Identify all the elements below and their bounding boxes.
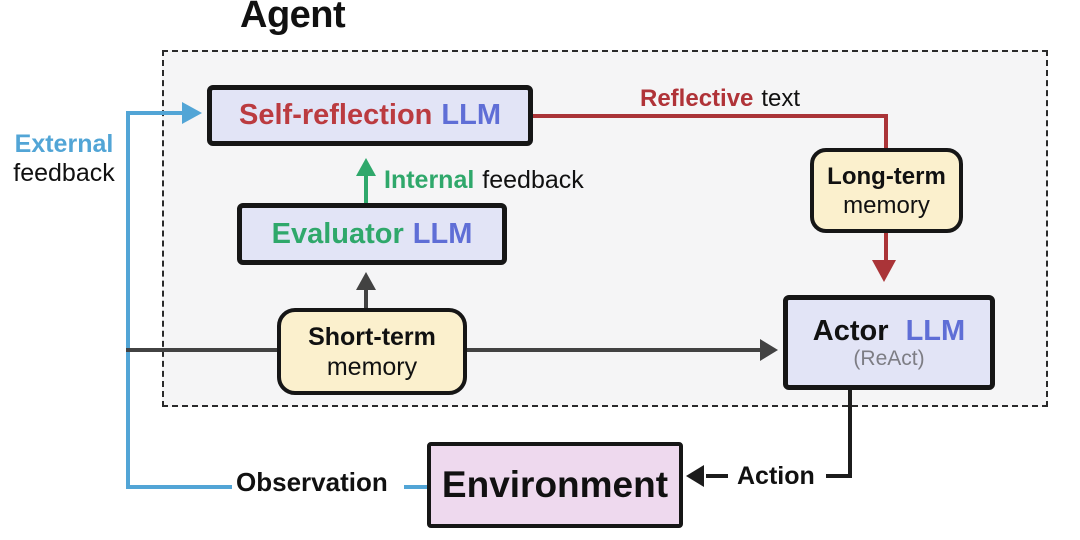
reflective-text-label-emphasis: Reflective: [640, 85, 754, 112]
self-reflection-llm-node: Self-reflection LLM: [207, 85, 533, 146]
short-term-memory-node: Short-term memory: [277, 308, 467, 395]
reflective-text-line-horizontal: [533, 114, 888, 118]
action-line-stem: [706, 474, 728, 478]
environment-node: Environment: [427, 442, 683, 528]
internal-feedback-label-emphasis: Internal: [384, 166, 475, 194]
external-feedback-line-vertical: [126, 111, 130, 489]
environment-label: Environment: [441, 464, 669, 505]
long-term-to-actor-line: [884, 233, 888, 262]
short-term-memory-label: Short-term: [308, 322, 436, 351]
internal-feedback-label-rest: feedback: [482, 166, 584, 194]
observation-line-left: [126, 485, 232, 489]
short-term-memory-sublabel: memory: [326, 352, 418, 381]
actor-label-row: Actor LLM: [813, 315, 965, 347]
reflective-text-label: Reflective text: [640, 85, 800, 113]
self-reflection-llm-label: LLM: [441, 99, 501, 131]
action-label: Action: [737, 462, 815, 490]
reflective-text-line-vertical: [884, 114, 888, 149]
short-term-to-evaluator-line: [364, 290, 368, 309]
external-feedback-label: External feedback: [8, 130, 120, 188]
actor-react-label: (ReAct): [853, 346, 925, 370]
action-line-vertical: [848, 390, 852, 478]
action-arrowhead-icon: [686, 465, 704, 487]
actor-label: Actor: [812, 314, 889, 347]
self-reflection-label: Self-reflection: [239, 99, 433, 131]
observation-label: Observation: [236, 467, 388, 497]
long-term-memory-label: Long-term: [827, 162, 946, 190]
evaluator-llm-node: Evaluator LLM: [237, 203, 507, 265]
action-line-elbow: [826, 474, 852, 478]
short-term-to-evaluator-arrowhead-icon: [356, 272, 376, 290]
observation-line-right: [404, 485, 428, 489]
internal-feedback-arrowhead-icon: [356, 158, 376, 176]
actor-llm-node: Actor LLM (ReAct): [783, 295, 995, 390]
long-term-memory-node: Long-term memory: [810, 148, 963, 233]
trajectory-arrowhead-icon: [760, 339, 778, 361]
external-feedback-arrowhead-icon: [182, 102, 202, 124]
external-feedback-label-emphasis: External: [14, 130, 114, 158]
agent-title: Agent: [240, 0, 346, 36]
external-feedback-line-top: [126, 111, 184, 115]
long-term-to-actor-arrowhead-icon: [872, 260, 896, 282]
evaluator-label: Evaluator: [271, 217, 404, 250]
evaluator-llm-label: LLM: [412, 217, 473, 250]
external-feedback-label-rest: feedback: [13, 159, 115, 187]
long-term-memory-sublabel: memory: [843, 191, 930, 219]
internal-feedback-line: [364, 176, 368, 204]
reflective-text-label-rest: text: [761, 85, 801, 112]
actor-llm-label: LLM: [905, 314, 966, 347]
